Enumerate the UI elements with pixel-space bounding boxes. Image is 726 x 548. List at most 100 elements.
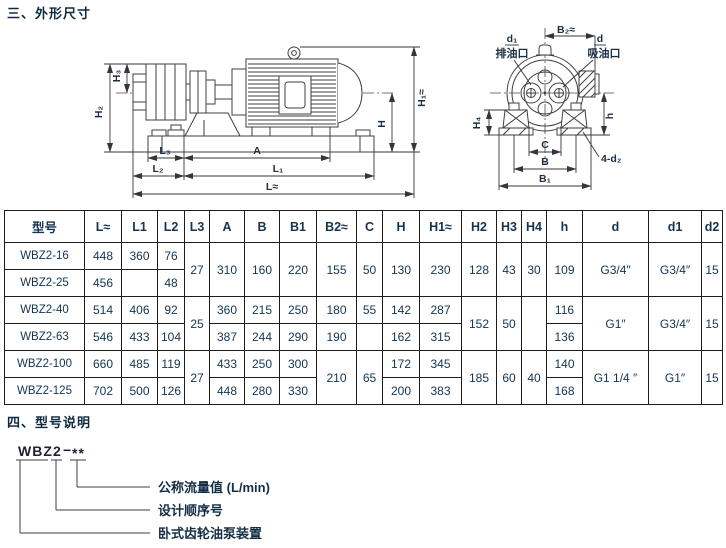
side-view-drawing: H₃ H₂ H H₁≈ L₃ A L₂ L₁ L≈ [93, 46, 428, 198]
col-header: d2 [701, 210, 723, 243]
cell: 546 [84, 323, 122, 351]
cell-model: WBZ2-40 [4, 296, 85, 324]
suction-port-block [578, 70, 600, 98]
cell: 50 [496, 296, 522, 351]
col-header: B [244, 210, 280, 243]
outlet-port-label: 排油口 [496, 46, 529, 60]
col-header: H2 [461, 210, 497, 243]
end-dimension-lines [486, 33, 607, 189]
dim-label-d1: d₁ [507, 33, 518, 45]
cell: 136 [546, 323, 583, 351]
cell: 160 [244, 242, 280, 297]
col-header: A [209, 210, 245, 243]
motor-rear-bell [337, 62, 363, 124]
cell: 387 [209, 323, 245, 351]
cell: 76 [157, 242, 185, 270]
cell: 360 [121, 242, 158, 270]
cell [356, 323, 383, 351]
cell: 514 [84, 296, 122, 324]
cell-model: WBZ2-63 [4, 323, 85, 351]
cell: 116 [546, 296, 583, 324]
dim-label-a: A [253, 145, 261, 157]
left-foot [498, 102, 534, 136]
dim-label-h3: H₃ [111, 70, 123, 83]
legend-lines [16, 459, 150, 534]
pump-bracket [167, 112, 241, 137]
col-header: C [356, 210, 383, 243]
cell: 300 [279, 350, 317, 378]
dim-label-c: C [541, 139, 549, 151]
cell: 55 [356, 296, 383, 324]
motor [231, 46, 363, 137]
dim-label-l2: L₂ [152, 163, 163, 175]
cell: 126 [157, 377, 185, 405]
cell: 130 [382, 242, 420, 297]
dim-label-b: B [541, 156, 549, 168]
col-header: L1 [121, 210, 158, 243]
cell: G3/4″ [648, 296, 702, 351]
dim-label-d: d [597, 33, 603, 45]
side-dimension-lines [107, 46, 417, 197]
col-header: H1≈ [419, 210, 462, 243]
cell-model: WBZ2-125 [4, 377, 85, 405]
col-header: L≈ [84, 210, 122, 243]
cell: 15 [701, 350, 723, 405]
cell: 702 [84, 377, 122, 405]
cell-model: WBZ2-16 [4, 242, 85, 270]
cell: 345 [419, 350, 462, 378]
cell: G3/4″ [648, 242, 702, 297]
cell: 383 [419, 377, 462, 405]
cell: 172 [382, 350, 420, 378]
port-face [520, 69, 570, 117]
cell: G1 1/4 ″ [582, 350, 649, 405]
dim-label-l1: L₁ [273, 163, 284, 175]
pump-body [132, 63, 191, 121]
cell: 15 [701, 296, 723, 351]
cell: 660 [84, 350, 122, 378]
section-model-title: 四、型号说明 [7, 415, 92, 430]
outline-dimension-drawings: H₃ H₂ H H₁≈ L₃ A L₂ L₁ L≈ [93, 24, 622, 198]
cell: 128 [461, 242, 497, 297]
cell: 330 [279, 377, 317, 405]
cell: 50 [356, 242, 383, 297]
table-row: WBZ2-100 660 485 119 27 433 250 300 210 … [4, 350, 723, 405]
bolt-holes-label: 4-d₂ [601, 153, 622, 165]
cell: 250 [244, 350, 280, 378]
dimension-table: 型号 L≈ L1 L2 L3 A B B1 B2≈ C H H1≈ H2 H3 … [4, 210, 723, 405]
dim-label-h: H [376, 120, 388, 128]
model-code-dash: − [63, 442, 72, 458]
cell: 290 [279, 323, 317, 351]
table-row: WBZ2-125 702 500 126 448 280 330 200 383… [4, 377, 723, 405]
cell: 162 [382, 323, 420, 351]
cell: 155 [316, 242, 357, 297]
model-code-stars: ** [72, 445, 85, 461]
cell: 315 [419, 323, 462, 351]
cell: 25 [184, 296, 210, 351]
dim-label-b2: B₂≈ [557, 24, 575, 36]
cell: 230 [419, 242, 462, 297]
cell: 280 [244, 377, 280, 405]
cell: 287 [419, 296, 462, 324]
col-header: h [546, 210, 583, 243]
cell: 244 [244, 323, 280, 351]
cell: 40 [521, 350, 547, 405]
model-code-series: 2 [53, 443, 62, 459]
dim-label-b1: B₁ [539, 173, 551, 185]
cell: 180 [316, 296, 357, 324]
cell-model: WBZ2-25 [4, 269, 85, 297]
cell: 448 [209, 377, 245, 405]
cell [521, 296, 547, 351]
table-row: WBZ2-40 514 406 92 25 360 215 250 180 55… [4, 296, 723, 351]
right-foot [556, 102, 592, 136]
section-dimensions-title: 三、外形尺寸 [7, 6, 92, 21]
col-header: L3 [184, 210, 210, 243]
cell: 27 [184, 350, 210, 405]
cell: G1″ [648, 350, 702, 405]
top-plug [538, 44, 552, 55]
cell: 190 [316, 323, 357, 351]
model-code-legend: WBZ 2 − ** 公称流量值 (L/min) 设计顺序号 卧式齿轮油泵装置 [16, 442, 270, 541]
cell: 485 [121, 350, 158, 378]
cell: 215 [244, 296, 280, 324]
cell: 119 [157, 350, 185, 378]
